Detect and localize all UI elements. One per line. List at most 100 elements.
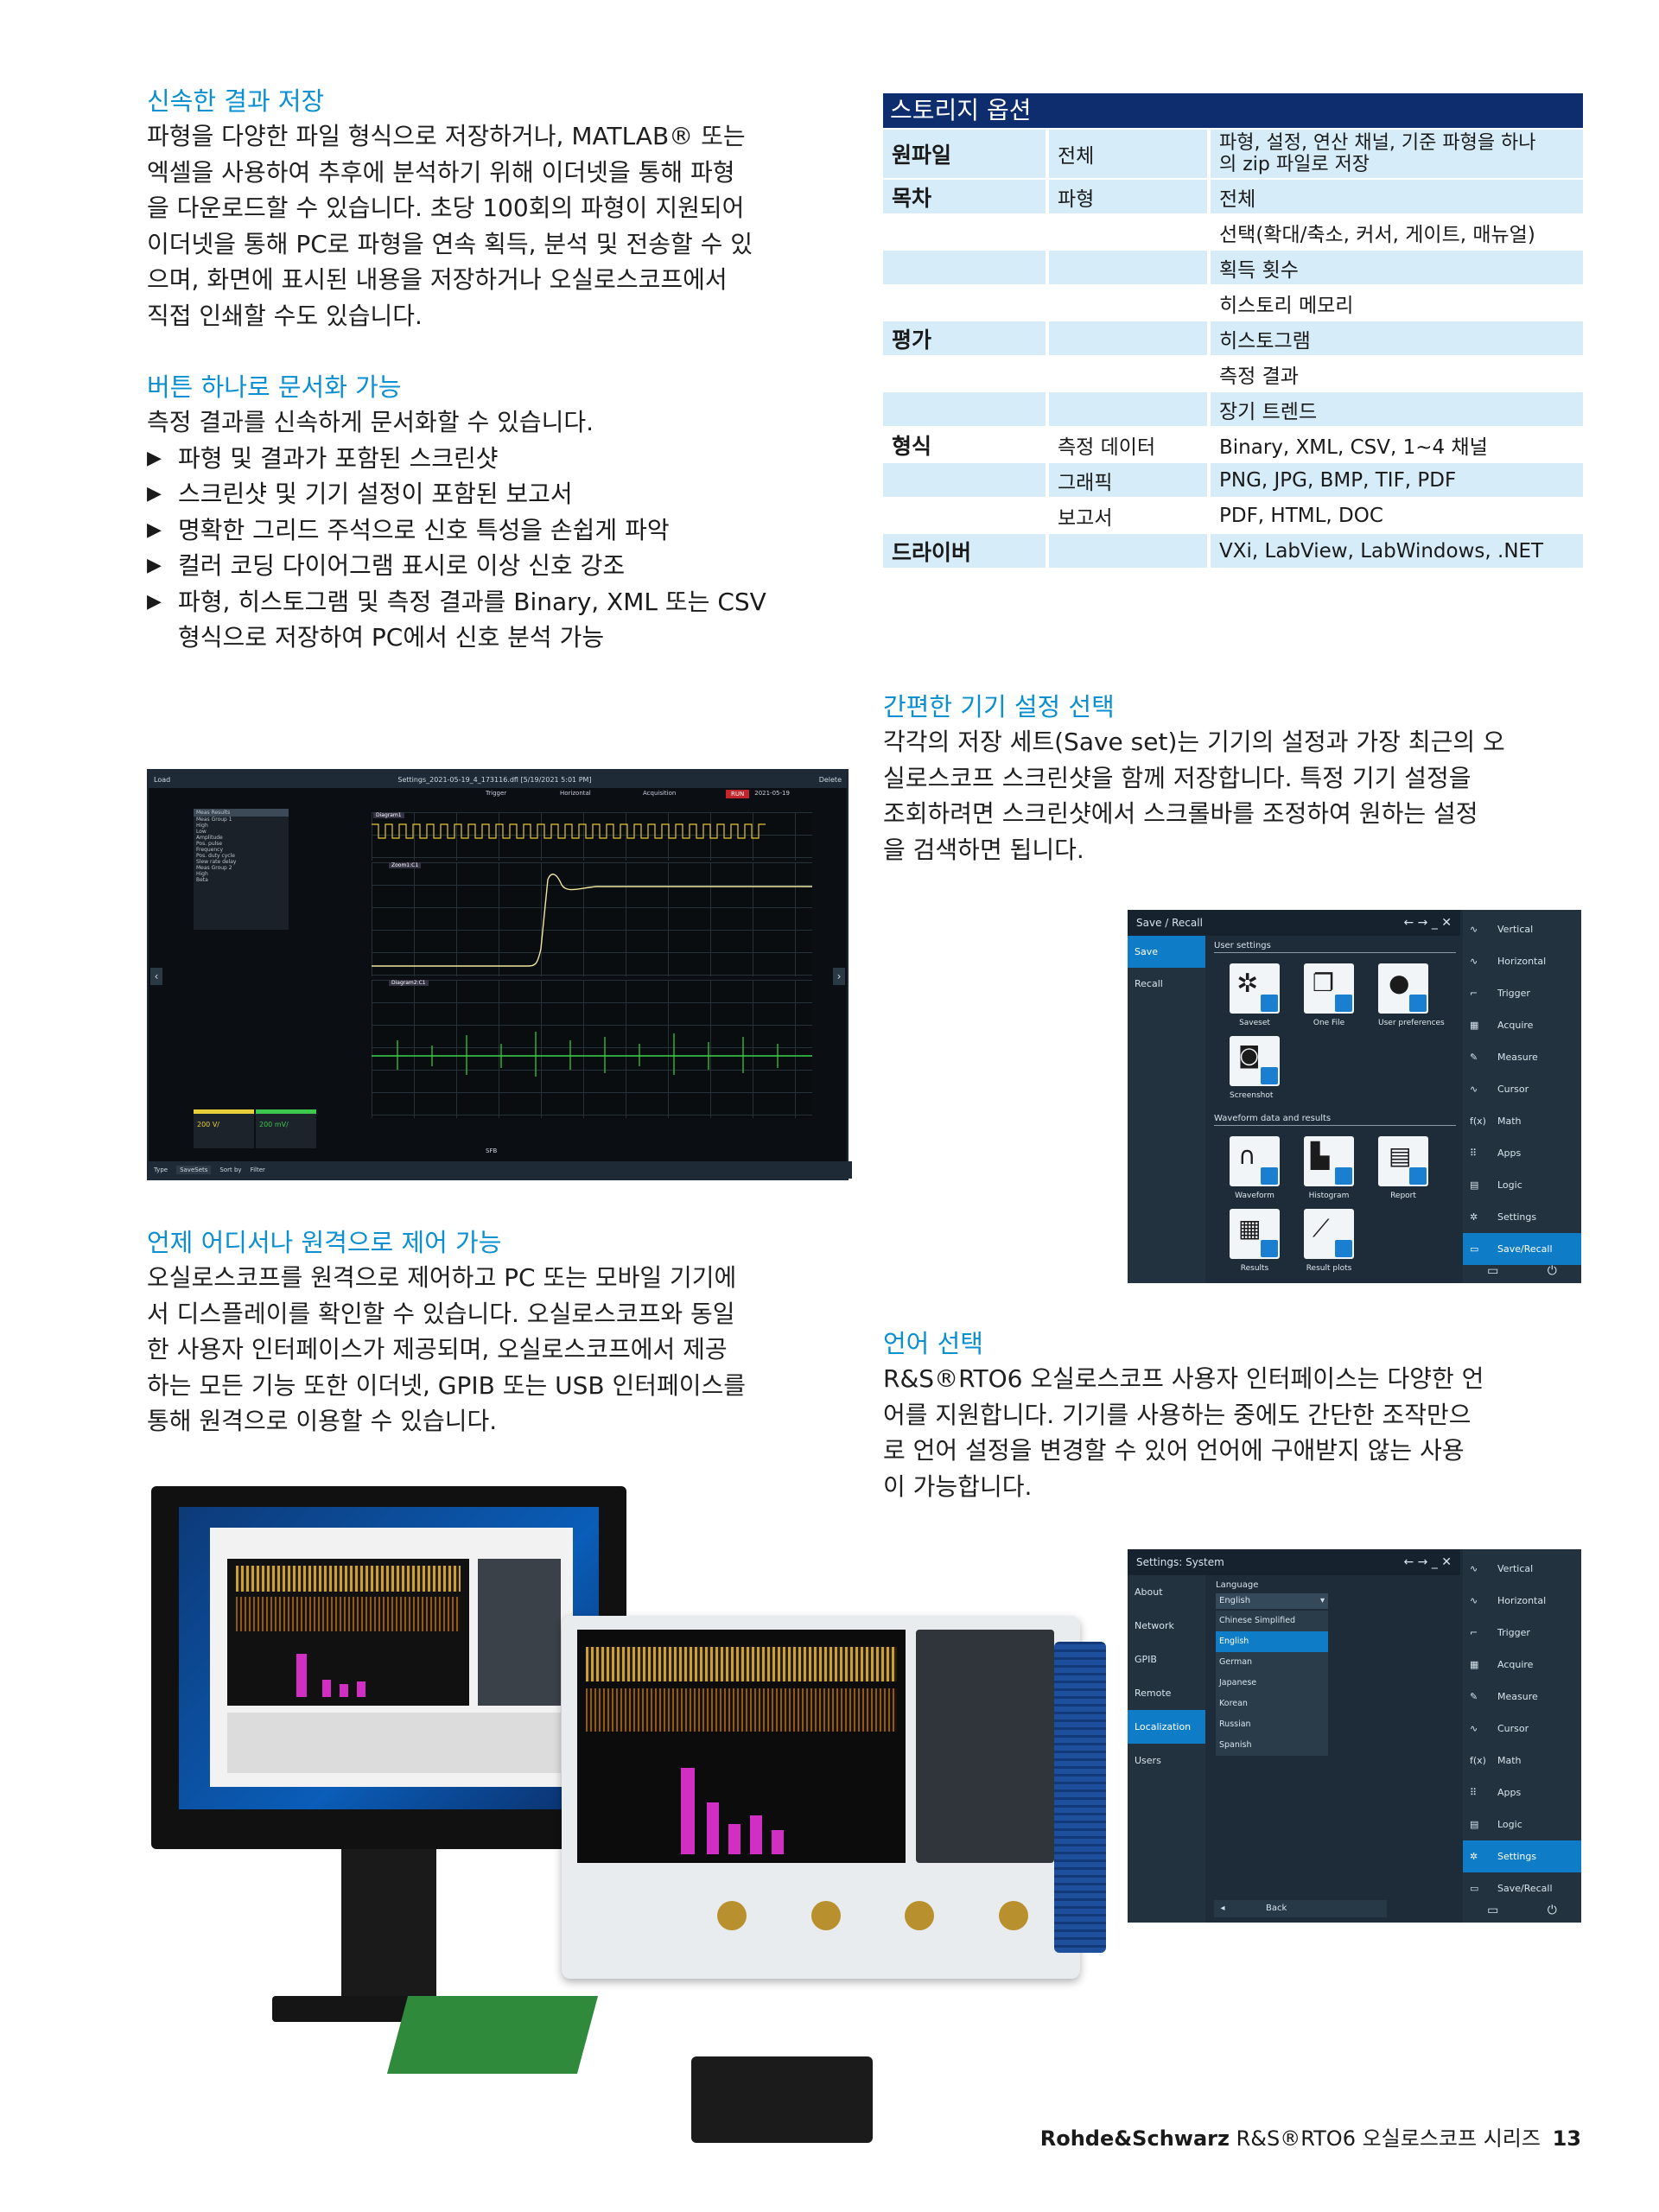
cell-line: 파형, 설정, 연산 채널, 기준 파형을 하나 [1219,132,1536,154]
histogram-tile[interactable]: ▙Histogram [1304,1136,1354,1200]
run-badge[interactable]: RUN [726,790,750,798]
table-cell [883,251,1046,284]
nav-network[interactable]: Network [1135,1620,1174,1631]
meas-row: High [196,823,208,829]
language-option[interactable]: Korean [1219,1699,1248,1708]
language-option[interactable]: Spanish [1219,1740,1252,1750]
language-option[interactable]: Russian [1219,1719,1251,1729]
scope-file-name: Settings_2021-05-19_4_173116.dfl [5/19/2… [397,775,592,784]
menu-label: Cursor [1497,1084,1529,1095]
meas-row: Frequency [196,847,223,853]
menu-apps[interactable]: ⠿Apps [1463,1137,1581,1169]
group-title: Waveform data and results [1214,1114,1456,1126]
channel-2-box[interactable]: 200 mV/ [256,1109,316,1148]
results-tile[interactable]: ▦Results [1230,1209,1280,1273]
menu-label: Math [1497,1755,1522,1766]
table-cell: 보고서 [1058,506,1113,530]
menu-horizontal[interactable]: ∿Horizontal [1463,945,1581,977]
panel-header: Save / Recall ← → _ ✕ [1128,910,1460,936]
results-icon: ▦ [1230,1209,1280,1259]
channel-2-scale: 200 mV/ [259,1121,289,1128]
meas-row: Pos. duty cycle [196,853,235,859]
filter-label[interactable]: Filter [250,1166,265,1173]
language-option[interactable]: Japanese [1219,1678,1257,1688]
list-item-text: 파형, 히스토그램 및 측정 결과를 Binary, XML 또는 CSV [178,587,766,616]
power-icon[interactable]: ⏻ [1547,1264,1557,1278]
page-footer: Rohde&Schwarz R&S®RTO6 오실로스코프 시리즈 13 [1040,2121,1581,2152]
table-cell [1049,392,1207,426]
menu-math[interactable]: f(x)Math [1463,1745,1581,1777]
window-controls[interactable]: ← → _ ✕ [1403,1555,1452,1569]
menu-label: Math [1497,1116,1522,1127]
menu-save-recall[interactable]: ▭Save/Recall [1463,1872,1581,1904]
type-select[interactable]: SaveSets [176,1166,212,1174]
menu-label: Vertical [1497,924,1534,935]
power-icon[interactable]: ⏻ [1547,1904,1557,1917]
window-controls[interactable]: ← → _ ✕ [1403,916,1452,930]
menu-measure[interactable]: ✎Measure [1463,1041,1581,1073]
scope-topbar: Load Settings_2021-05-19_4_173116.dfl [5… [149,771,847,788]
trigger-label: Trigger [486,790,507,797]
nav-users[interactable]: Users [1135,1755,1161,1766]
channel-1-box[interactable]: 200 V/ [194,1109,254,1148]
nav-save[interactable]: Save [1128,936,1205,968]
menu-cursor[interactable]: ∿Cursor [1463,1073,1581,1105]
chevron-down-icon: ▾ [1319,1596,1325,1605]
nav-gpib[interactable]: GPIB [1135,1654,1157,1665]
language-select[interactable]: English▾ [1216,1593,1328,1609]
menu-settings[interactable]: ✲Settings [1463,1840,1581,1872]
menu-math[interactable]: f(x) Math [1463,1105,1581,1137]
table-cell: 히스토그램 [1211,321,1583,355]
menu-vertical[interactable]: ∿Vertical [1463,1553,1581,1585]
result-plots-tile[interactable]: ⟋Result plots [1304,1209,1354,1273]
nav-recall[interactable]: Recall [1135,978,1163,989]
nav-about[interactable]: About [1135,1586,1163,1598]
back-button[interactable]: ◂Back [1214,1900,1387,1917]
delete-button[interactable]: Delete [818,775,842,784]
menu-logic[interactable]: ▤Logic [1463,1169,1581,1201]
measure-icon: ✎ [1470,1052,1478,1063]
one-file-icon: ❐ [1304,963,1354,1014]
language-option[interactable]: Chinese Simplified [1219,1616,1296,1625]
para-line: 한 사용자 인터페이스가 제공되며, 오실로스코프에서 제공 [147,1335,728,1363]
menu-vertical[interactable]: ∿Vertical [1463,913,1581,945]
one-file-tile[interactable]: ❐One File [1304,963,1354,1027]
section-remote: 언제 어디서나 원격으로 제어 가능 오실로스코프를 원격으로 제어하고 PC … [147,1225,855,1440]
report-tile[interactable]: ▤Report [1378,1136,1428,1200]
para-line: 엑셀을 사용하여 추후에 분석하기 위해 이더넷을 통해 파형 [147,157,735,187]
language-option[interactable]: English [1216,1631,1328,1652]
next-arrow-icon[interactable]: › [833,968,845,985]
language-option[interactable]: German [1219,1657,1253,1667]
menu-acquire[interactable]: ▦Acquire [1463,1649,1581,1681]
display-icon[interactable]: ▭ [1487,1264,1499,1278]
scope-knob-panel [916,1630,1054,1863]
table-cell [883,215,1046,249]
menu-save-recall[interactable]: ▭Save/Recall [1463,1233,1581,1265]
para-line: 을 다운로드할 수 있습니다. 초당 100회의 파형이 지원되어 [147,194,745,222]
display-icon[interactable]: ▭ [1487,1904,1499,1917]
horizontal-icon: ∿ [1470,1595,1478,1606]
math-icon: f(x) [1470,1116,1486,1127]
menu-logic[interactable]: ▤Logic [1463,1808,1581,1840]
menu-acquire[interactable]: ▦Acquire [1463,1009,1581,1041]
menu-settings[interactable]: ✲Settings [1463,1201,1581,1233]
sfb-label: SFB [486,1147,498,1154]
monitor-stand [341,1849,436,2005]
waveform-tile[interactable]: ∩Waveform [1230,1136,1280,1200]
para-line: 실로스코프 스크린샷을 함께 저장합니다. 특정 기기 설정을 [883,763,1471,792]
menu-apps[interactable]: ⠿Apps [1463,1777,1581,1808]
save-recall-icon: ▭ [1470,1243,1479,1255]
menu-measure[interactable]: ✎Measure [1463,1681,1581,1713]
nav-localization[interactable]: Localization [1128,1710,1205,1744]
load-button[interactable]: Load [154,775,171,784]
menu-trigger[interactable]: ⌐Trigger [1463,977,1581,1009]
menu-trigger[interactable]: ⌐Trigger [1463,1617,1581,1649]
menu-horizontal[interactable]: ∿Horizontal [1463,1585,1581,1617]
prev-arrow-icon[interactable]: ‹ [150,968,162,985]
menu-cursor[interactable]: ∿Cursor [1463,1713,1581,1745]
user-preferences-tile[interactable]: ●User preferences [1378,963,1445,1027]
nav-remote[interactable]: Remote [1135,1688,1172,1699]
sort-label[interactable]: Sort by [219,1166,242,1173]
saveset-tile[interactable]: ✲Saveset [1230,963,1280,1027]
screenshot-tile[interactable]: ◙Screenshot [1230,1036,1290,1100]
